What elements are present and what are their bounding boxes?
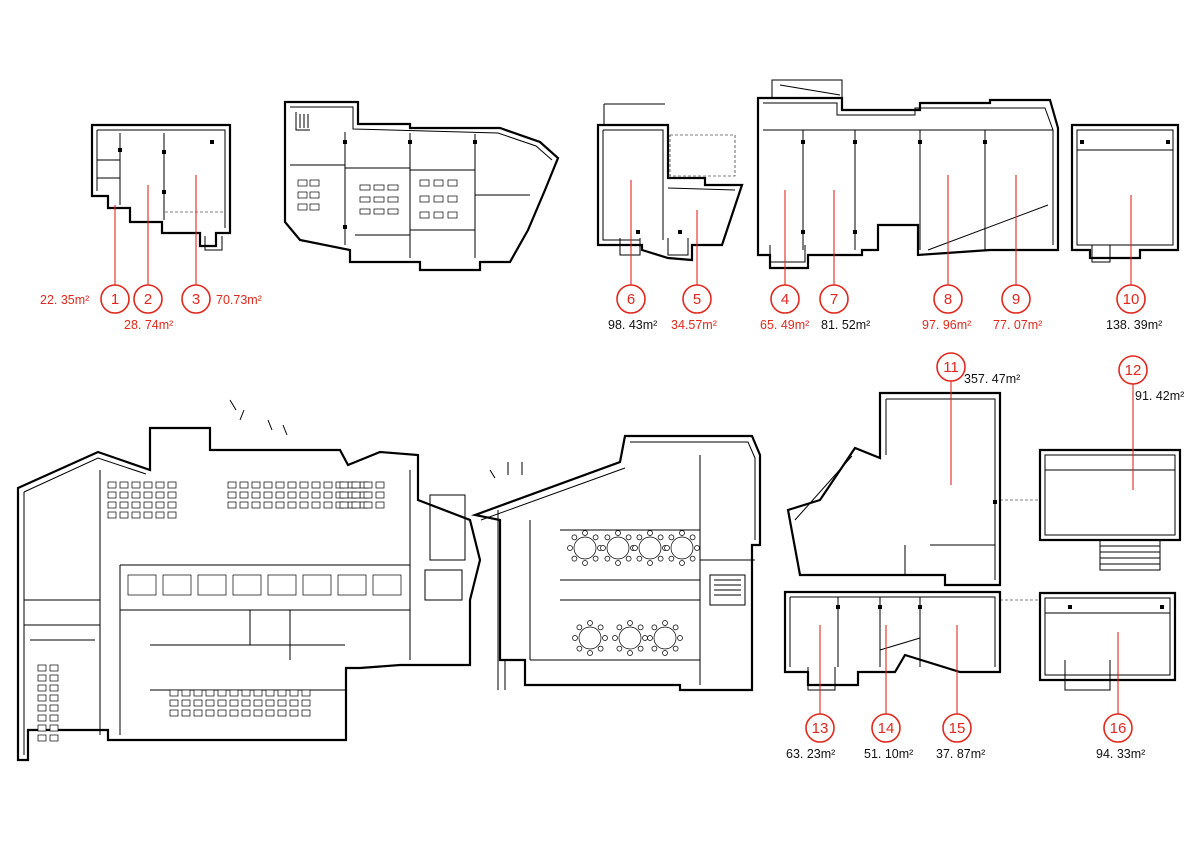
marker-circle [181, 284, 211, 314]
plan-rooms-12-16 [1000, 448, 1182, 691]
plan-rooms-1-2-3 [90, 123, 232, 251]
marker-circle [933, 284, 963, 314]
marker-area-label: 34.57m² [671, 318, 717, 332]
marker-number: 6 [627, 291, 635, 308]
room-marker-9: 9 77. 07m² [993, 175, 1042, 332]
marker-circle [1118, 355, 1148, 385]
marker-circle [770, 284, 800, 314]
plan-rooms-4-7-8-9 [756, 79, 1060, 270]
room-marker-6: 6 98. 43m² [608, 180, 657, 332]
marker-circle [616, 284, 646, 314]
room-marker-3: 3 70.73m² [181, 175, 262, 314]
marker-number: 12 [1125, 362, 1142, 379]
marker-area-label: 28. 74m² [124, 318, 173, 332]
marker-circle [942, 713, 972, 743]
plan-office-block [283, 100, 560, 272]
marker-area-label: 70.73m² [216, 293, 262, 307]
marker-area-label: 97. 96m² [922, 318, 971, 332]
plan-rooms-6-5 [596, 103, 744, 262]
room-marker-16: 16 94. 33m² [1096, 632, 1145, 761]
room-marker-11: 11 357. 47m² [936, 352, 1020, 485]
marker-number: 7 [830, 291, 838, 308]
marker-number: 10 [1123, 291, 1140, 308]
room-markers: 1 22. 35m² 2 28. 74m² 3 70.73m² 4 65. 49m² 5 34.5… [40, 175, 1184, 761]
marker-number: 11 [943, 359, 959, 376]
marker-number: 15 [949, 720, 966, 737]
marker-number: 9 [1012, 291, 1020, 308]
marker-number: 1 [111, 291, 119, 308]
marker-number: 5 [693, 291, 701, 308]
marker-circle [871, 713, 901, 743]
marker-number: 16 [1110, 720, 1127, 737]
marker-circle [682, 284, 712, 314]
marker-circle [936, 352, 966, 382]
marker-area-label: 98. 43m² [608, 318, 657, 332]
room-marker-8: 8 97. 96m² [922, 175, 971, 332]
room-marker-4: 4 65. 49m² [760, 190, 809, 332]
marker-number: 4 [781, 291, 789, 308]
plan-rooms-11-13-14-15 [783, 391, 1040, 691]
marker-number: 14 [878, 720, 895, 737]
marker-area-label: 138. 39m² [1106, 318, 1162, 332]
seating-grid [37, 481, 402, 742]
marker-circle [1001, 284, 1031, 314]
room-marker-13: 13 63. 23m² [786, 625, 835, 761]
marker-area-label: 63. 23m² [786, 747, 835, 761]
room-marker-14: 14 51. 10m² [864, 625, 913, 761]
marker-area-label: 77. 07m² [993, 318, 1042, 332]
room-marker-2: 2 28. 74m² [124, 185, 173, 332]
room-marker-12: 12 91. 42m² [1118, 355, 1184, 490]
marker-number: 3 [192, 291, 200, 308]
marker-area-label: 91. 42m² [1135, 389, 1184, 403]
marker-circle [819, 284, 849, 314]
room-marker-5: 5 34.57m² [671, 210, 717, 332]
marker-area-label: 94. 33m² [1096, 747, 1145, 761]
marker-number: 8 [944, 291, 952, 308]
room-marker-10: 10 138. 39m² [1106, 195, 1162, 332]
marker-circle [100, 284, 130, 314]
plan-large-left [16, 399, 482, 762]
room-marker-15: 15 37. 87m² [936, 625, 985, 761]
room-marker-1: 1 22. 35m² [40, 205, 130, 314]
marker-area-label: 81. 52m² [821, 318, 870, 332]
marker-area-label: 357. 47m² [964, 372, 1020, 386]
marker-area-label: 37. 87m² [936, 747, 985, 761]
marker-circle [133, 284, 163, 314]
marker-circle [1103, 713, 1133, 743]
marker-circle [805, 713, 835, 743]
marker-area-label: 51. 10m² [864, 747, 913, 761]
marker-number: 2 [144, 291, 152, 308]
marker-circle [1116, 284, 1146, 314]
marker-area-label: 65. 49m² [760, 318, 809, 332]
marker-area-label: 22. 35m² [40, 293, 89, 307]
marker-number: 13 [812, 720, 829, 737]
plan-room-10 [1070, 123, 1180, 263]
room-marker-7: 7 81. 52m² [819, 190, 870, 332]
plan-large-center [470, 434, 762, 692]
